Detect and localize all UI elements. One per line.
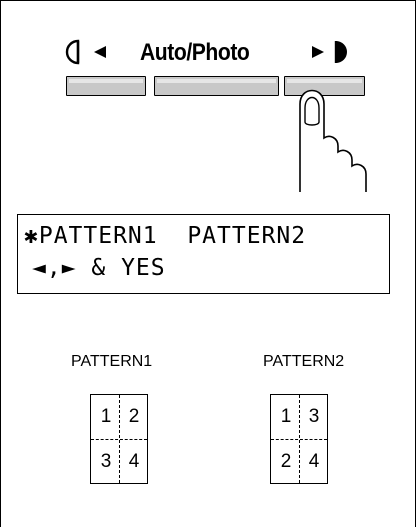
page-number: 1 bbox=[272, 395, 300, 439]
pattern2-layout: 1 3 2 4 bbox=[270, 394, 328, 484]
page-number: 4 bbox=[120, 440, 148, 484]
page-number: 2 bbox=[272, 440, 300, 484]
page-number: 3 bbox=[300, 395, 328, 439]
pattern2-label: PATTERN2 bbox=[263, 352, 344, 372]
lighter-button[interactable] bbox=[66, 76, 146, 96]
auto-photo-button[interactable] bbox=[154, 76, 279, 96]
display-line-1: ✱PATTERN1 PATTERN2 bbox=[24, 221, 306, 251]
auto-photo-label: Auto/Photo bbox=[140, 37, 249, 69]
page-number: 1 bbox=[92, 395, 120, 439]
page-number: 3 bbox=[92, 440, 120, 484]
lighter-density-icon bbox=[64, 39, 122, 65]
density-control-row: Auto/Photo bbox=[0, 37, 419, 71]
darker-density-icon bbox=[294, 39, 356, 65]
lcd-display: ✱PATTERN1 PATTERN2 ◄,► & YES bbox=[17, 214, 390, 294]
pattern1-label: PATTERN1 bbox=[71, 352, 152, 372]
page-number: 4 bbox=[300, 440, 328, 484]
pattern1-layout: 1 2 3 4 bbox=[90, 394, 148, 484]
pressing-finger-icon bbox=[290, 82, 370, 192]
display-line-2: ◄,► & YES bbox=[32, 253, 166, 283]
page-number: 2 bbox=[120, 395, 148, 439]
